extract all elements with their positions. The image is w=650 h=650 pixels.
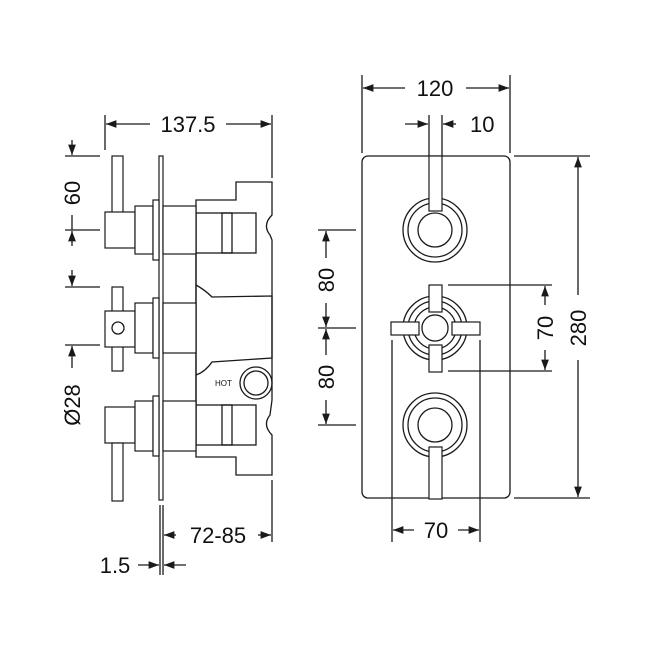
middle-cross-front [390, 284, 481, 373]
hot-inlet-label: HOT [215, 379, 232, 388]
dim-label-80-upper: 80 [314, 268, 339, 292]
dim-label-137-5: 137.5 [160, 112, 215, 137]
dimension-front-width: 120 [361, 75, 511, 153]
dim-label-diameter-28: Ø28 [60, 384, 85, 426]
dim-label-80-lower: 80 [314, 365, 339, 389]
side-view: HOT [60, 112, 273, 578]
front-view: 120 10 280 70 [314, 75, 591, 543]
dimension-depth: 72-85 [159, 480, 273, 575]
dim-label-120: 120 [417, 76, 454, 101]
dimension-lever-spacing: 60 [60, 140, 100, 246]
lower-lever-front [402, 392, 468, 500]
dimension-front-height: 280 [514, 155, 591, 499]
upper-lever-handle [104, 155, 197, 261]
dim-label-1-5: 1.5 [100, 553, 131, 578]
dim-label-280: 280 [566, 310, 591, 347]
valve-body: HOT [195, 181, 273, 476]
wall-plate [158, 155, 164, 501]
dimension-knob-diameter: Ø28 [60, 270, 100, 426]
dimension-cross-width: 70 [391, 340, 481, 543]
dim-label-70-horizontal: 70 [424, 518, 448, 543]
dimension-width-side: 137.5 [104, 112, 273, 178]
dim-label-70-vertical: 70 [533, 316, 558, 340]
middle-cross-handle [104, 286, 197, 372]
dimension-handle-spacing: 80 80 [314, 229, 356, 426]
dimension-plate-thickness: 1.5 [100, 553, 186, 578]
dim-label-60: 60 [60, 181, 85, 205]
dim-label-10: 10 [470, 112, 494, 137]
lower-lever-handle [104, 395, 197, 502]
dim-label-72-85: 72-85 [190, 523, 246, 548]
dimension-lever-width: 10 [405, 112, 494, 156]
dimension-cross-height: 70 [448, 284, 558, 372]
upper-lever-front [402, 155, 468, 263]
